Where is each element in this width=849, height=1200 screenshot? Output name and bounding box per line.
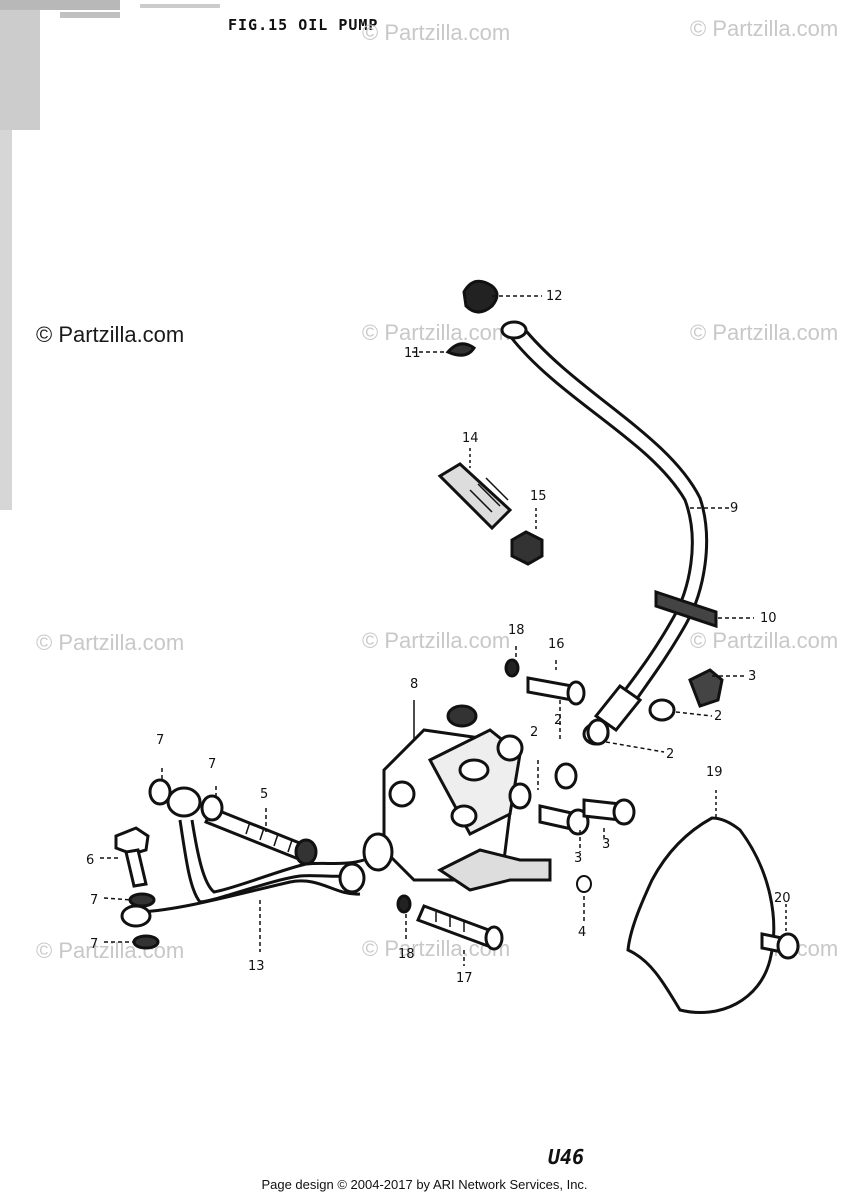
callout-7: 7 — [90, 893, 98, 908]
callout-8: 8 — [410, 677, 418, 692]
callout-20: 20 — [774, 891, 791, 906]
callout-5: 5 — [260, 787, 268, 802]
part-6-bolt — [114, 826, 150, 888]
callout-17: 17 — [456, 971, 473, 986]
part-2-washers — [508, 698, 676, 810]
callout-2: 2 — [530, 725, 538, 740]
callout-19: 19 — [706, 765, 723, 780]
scan-noise — [0, 0, 220, 510]
callout-12: 12 — [546, 289, 563, 304]
callout-13: 13 — [248, 959, 265, 974]
watermark: © Partzilla.com — [362, 20, 511, 45]
part-5-bolt — [204, 806, 318, 866]
callout-3: 3 — [602, 837, 610, 852]
part-13-oil-line — [120, 786, 394, 928]
part-18-washer — [396, 658, 520, 914]
callout-2: 2 — [714, 709, 722, 724]
callout-labels: 12 11 14 15 9 10 18 16 3 2 2 8 2 2 3 3 7… — [86, 289, 791, 986]
callout-15: 15 — [530, 489, 547, 504]
footer-copyright: Page design © 2004-2017 by ARI Network S… — [261, 1177, 588, 1192]
page-number: U46 — [548, 1145, 585, 1169]
part-16-bolt — [526, 676, 586, 706]
leader-lines — [100, 646, 744, 966]
callout-4: 4 — [578, 925, 586, 940]
part-8-pump-body — [382, 700, 552, 892]
callout-18: 18 — [508, 623, 525, 638]
hose-fitting — [586, 683, 643, 746]
part-10-clamp — [654, 589, 754, 629]
watermark: © Partzilla.com — [36, 938, 185, 963]
callout-3: 3 — [574, 851, 582, 866]
callout-2: 2 — [554, 713, 562, 728]
callout-7: 7 — [156, 733, 164, 748]
part-7-washers — [128, 778, 224, 950]
watermark: © Partzilla.com — [690, 320, 839, 345]
callout-6: 6 — [86, 853, 94, 868]
callout-7: 7 — [90, 937, 98, 952]
part-14-bolt — [437, 448, 513, 531]
figure-title: FIG.15 OIL PUMP — [228, 16, 379, 34]
callout-11: 11 — [404, 346, 421, 361]
watermark: © Partzilla.com — [36, 630, 185, 655]
callout-9: 9 — [730, 501, 738, 516]
watermark: © Partzilla.com — [690, 628, 839, 653]
callout-14: 14 — [462, 431, 479, 446]
part-19-cover — [626, 790, 776, 1015]
callout-7: 7 — [208, 757, 216, 772]
part-15-nut — [510, 508, 544, 566]
part-12-clamp — [462, 279, 542, 314]
watermark: © Partzilla.com — [36, 322, 185, 347]
part-4-pin — [576, 875, 592, 893]
part-17-bolt — [416, 904, 504, 951]
part-9-hose — [500, 320, 730, 701]
callout-16: 16 — [548, 637, 565, 652]
callout-18: 18 — [398, 947, 415, 962]
watermark: © Partzilla.com — [690, 16, 839, 41]
callout-2: 2 — [666, 747, 674, 762]
part-11-clip — [412, 342, 477, 357]
watermark: © Partzilla.com — [362, 320, 511, 345]
part-3-banjo-bolts — [538, 668, 724, 836]
callout-3: 3 — [748, 669, 756, 684]
part-20-screw — [760, 904, 800, 960]
callout-10: 10 — [760, 611, 777, 626]
watermark: © Partzilla.com — [362, 628, 511, 653]
